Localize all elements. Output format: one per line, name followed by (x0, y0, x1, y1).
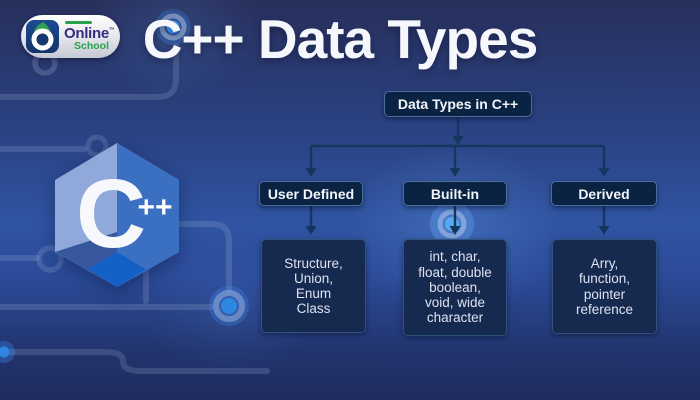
glow-dot-bottom-left (0, 341, 15, 363)
brand-text-block: Online™ School (64, 19, 115, 52)
branch-node-built-in: Built-in (403, 181, 507, 206)
online-school-logo: Online™ School (21, 15, 120, 58)
page-title: C++ Data Types (142, 8, 539, 70)
logo-droplet-ring-icon (31, 22, 54, 51)
glow-dot-left (209, 286, 249, 326)
cpp-plusplus: ++ (137, 191, 172, 224)
cpp-hexagon-logo-icon: C ++ (55, 143, 179, 287)
leaf-node-user-defined-items: Structure, Union, Enum Class (261, 239, 366, 333)
circuit-traces (0, 43, 270, 374)
leaf-node-built-in-items: int, char, float, double boolean, void, … (403, 239, 507, 336)
glow-dot-title (155, 9, 191, 45)
logo-tagline-bar (65, 21, 92, 24)
brand-name: Online (64, 25, 109, 42)
branch-node-derived: Derived (551, 181, 657, 206)
connector-lines (305, 117, 610, 235)
cpp-letter: C (76, 159, 146, 268)
root-node: Data Types in C++ (384, 91, 532, 117)
leaf-node-derived-items: Arry, function, pointer reference (552, 239, 657, 334)
trademark-mark: ™ (108, 27, 115, 34)
branch-node-user-defined: User Defined (259, 181, 363, 206)
brand-subname: School (74, 40, 110, 52)
logo-mark-icon (26, 20, 59, 53)
